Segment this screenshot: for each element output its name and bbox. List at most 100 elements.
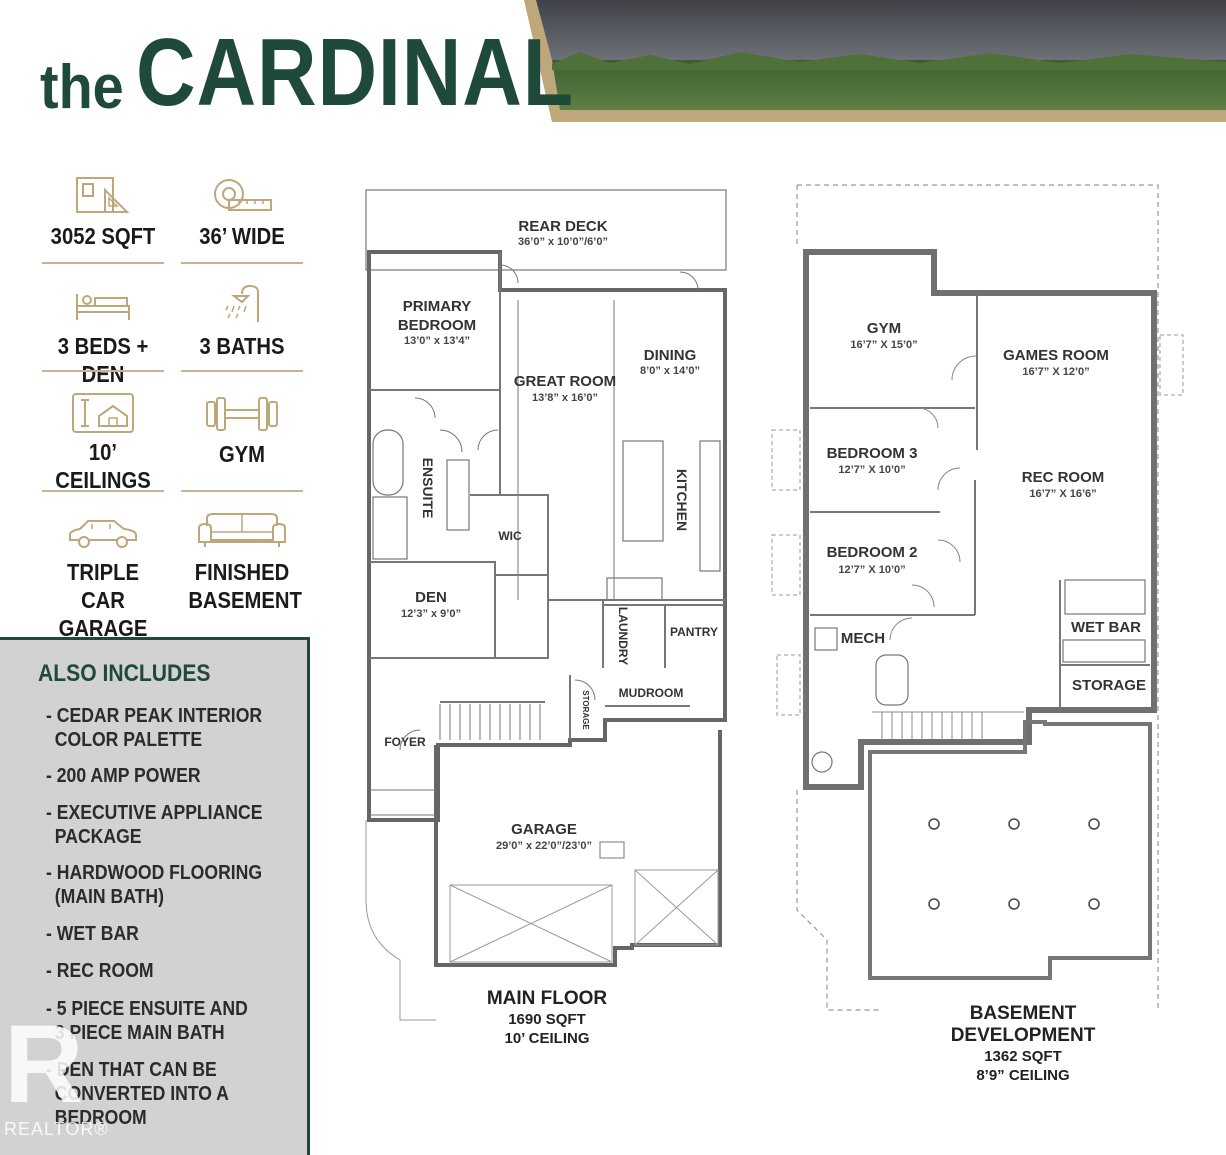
also-includes-panel: ALSO INCLUDES - CEDAR PEAK INTERIOR COLO… [0, 637, 310, 1155]
caption-title-line2: DEVELOPMENT [950, 1025, 1096, 1046]
feature-label-line1: TRIPLE CAR [67, 559, 139, 613]
main-floor-plan [365, 189, 727, 1021]
bed-icon [76, 294, 130, 320]
shower-icon [225, 284, 259, 322]
include-line: - REC ROOM [46, 960, 154, 982]
room-label-ensuite: ENSUITE [420, 458, 436, 519]
room-dim-great-room: 13’8” x 16’0” [532, 392, 598, 404]
include-line: - DEN THAT CAN BE [46, 1059, 217, 1081]
feature-beds: 3 BEDS + DEN [42, 290, 164, 388]
room-dim-games-room: 16’7” X 12’0” [1022, 366, 1089, 378]
include-item: - HARDWOOD FLOORING (MAIN BATH) [46, 861, 262, 909]
stairs [439, 704, 541, 740]
grass-photo [552, 60, 1226, 110]
sky-photo [536, 0, 1226, 60]
room-label-mech: MECH [841, 630, 885, 647]
feature-label: 3 BATHS [199, 333, 285, 359]
room-label-bedroom-2: BEDROOM 2 [827, 544, 918, 561]
caption-ceiling: 8’9” CEILING [976, 1067, 1070, 1084]
include-line: - HARDWOOD FLOORING [46, 862, 263, 884]
feature-label: 3052 SQFT [50, 223, 156, 249]
garage-note [599, 841, 625, 859]
kitchen-island [622, 440, 664, 542]
include-item: - 200 AMP POWER [46, 764, 201, 788]
feature-ceilings: 10’ CEILINGS [42, 392, 164, 494]
wet-bar-cabinet [1062, 639, 1146, 663]
feature-sqft: 3052 SQFT [42, 176, 164, 264]
divider [181, 490, 303, 492]
room-label-games-room: GAMES ROOM [1003, 347, 1109, 364]
include-item: - 5 PIECE ENSUITE AND 3 PIECE MAIN BATH [46, 997, 248, 1045]
feature-label: 3 BEDS + DEN [57, 333, 149, 387]
include-line: - 5 PIECE ENSUITE AND [46, 998, 248, 1020]
include-line: PACKAGE [54, 826, 142, 848]
feature-label-line2: GARAGE [58, 615, 148, 641]
room-label-foyer: FOYER [384, 735, 426, 749]
basement-stairs [872, 711, 1024, 740]
room-dim-rec-room: 16’7” X 16’6” [1029, 488, 1096, 500]
include-item: - EXECUTIVE APPLIANCE PACKAGE [46, 801, 262, 849]
room-label-storage: STORAGE [1072, 677, 1146, 694]
include-item: - CEDAR PEAK INTERIOR COLOR PALETTE [46, 704, 262, 752]
include-line: CONVERTED INTO A [54, 1083, 229, 1105]
include-line: 3 PIECE MAIN BATH [54, 1022, 225, 1044]
appliance [606, 577, 663, 601]
title-prefix: the [40, 53, 124, 122]
panel-heading: ALSO INCLUDES [38, 660, 211, 687]
room-label-mudroom: MUDROOM [619, 686, 684, 700]
feature-label-line1: FINISHED [194, 559, 290, 585]
room-label-pantry: PANTRY [670, 625, 718, 639]
wet-bar-counter [1064, 579, 1146, 615]
caption-sqft: 1690 SQFT [508, 1011, 586, 1028]
feature-label: 10’ CEILINGS [55, 439, 151, 493]
room-label-kitchen: KITCHEN [674, 469, 690, 531]
caption-title: MAIN FLOOR [486, 988, 608, 1009]
feature-label: 36’ WIDE [199, 223, 285, 249]
caption-ceiling: 10’ CEILING [504, 1030, 590, 1047]
dumbbell-icon [206, 397, 278, 431]
room-dim-bedroom-3: 12’7” X 10’0” [838, 464, 905, 476]
include-item: - WET BAR [46, 922, 139, 946]
room-dim-primary-bedroom: 13’0” x 13’4” [404, 335, 470, 347]
divider [42, 262, 164, 264]
feature-garage: TRIPLE CAR GARAGE [42, 516, 164, 642]
title-name: CARDINAL [136, 19, 574, 126]
sofa-icon [198, 513, 286, 547]
divider [181, 262, 303, 264]
room-dim-gym: 16’7” X 15’0” [850, 339, 917, 351]
room-label-den: DEN [415, 589, 447, 606]
bathtub [372, 429, 404, 496]
room-label-wet-bar: WET BAR [1071, 619, 1141, 636]
room-label-gym: GYM [867, 320, 901, 337]
room-dim-garage: 29’0” x 22’0”/23’0” [496, 840, 592, 852]
room-label-dining: DINING [644, 347, 697, 364]
realtor-watermark: R REALTOR® [4, 1003, 108, 1140]
room-label-great-room: GREAT ROOM [514, 373, 616, 390]
room-label-laundry: LAUNDRY [616, 607, 630, 665]
room-label-storage: STORAGE [581, 690, 590, 730]
divider [42, 490, 164, 492]
room-dim-rear-deck: 36’0” x 10’0”/6’0” [518, 236, 608, 248]
include-line: BEDROOM [54, 1107, 147, 1129]
include-item: - DEN THAT CAN BE CONVERTED INTO A BEDRO… [46, 1058, 229, 1130]
include-line: - EXECUTIVE APPLIANCE [46, 802, 263, 824]
basement-exterior-wall [803, 249, 1157, 790]
basement-tub [875, 654, 909, 706]
room-label-primary-bedroom-2: BEDROOM [398, 317, 476, 334]
room-label-primary-bedroom-1: PRIMARY [403, 298, 472, 315]
include-line: (MAIN BATH) [54, 886, 164, 908]
realtor-logo-icon: R [4, 1003, 84, 1126]
header-banner [524, 0, 1226, 122]
kitchen-counter [699, 440, 721, 572]
feature-gym: GYM [181, 396, 303, 492]
support-posts [928, 818, 1100, 910]
rear-deck-outline [365, 189, 727, 271]
room-label-wic: WIC [498, 529, 522, 543]
basement-plan [771, 184, 1184, 1011]
include-line: COLOR PALETTE [54, 729, 203, 751]
feature-width: 36’ WIDE [181, 176, 303, 264]
mech-unit [814, 627, 838, 651]
room-label-rec-room: REC ROOM [1022, 469, 1105, 486]
floorplan-icon [76, 177, 130, 213]
